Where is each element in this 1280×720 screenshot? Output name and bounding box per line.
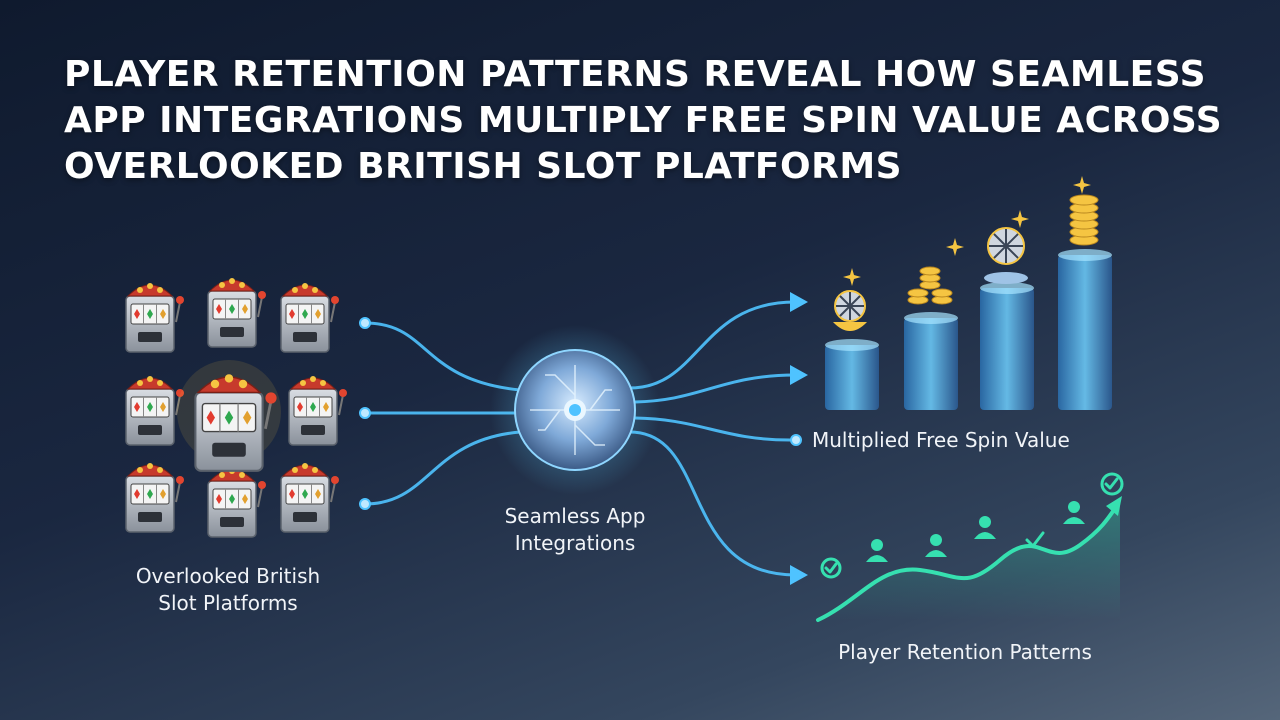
page-title: PLAYER RETENTION PATTERNS REVEAL HOW SEA… xyxy=(64,52,1224,190)
pillar-2 xyxy=(904,266,958,410)
retention-chart xyxy=(816,472,1124,622)
hub-label: Seamless App Integrations xyxy=(470,503,680,557)
check-icon xyxy=(1100,472,1124,496)
platforms-label: Overlooked British Slot Platforms xyxy=(108,563,348,617)
title-line-3: OVERLOOKED BRITISH SLOT PLATFORMS xyxy=(64,146,903,187)
player-icon xyxy=(925,534,947,557)
retention-label: Player Retention Patterns xyxy=(838,640,1092,664)
slot-machine-icon xyxy=(280,282,340,353)
arrow-icon xyxy=(790,365,808,385)
player-icon xyxy=(1063,501,1085,524)
arrow-icon xyxy=(790,292,808,312)
slot-machine-icon xyxy=(207,277,267,348)
title-line-1: PLAYER RETENTION PATTERNS REVEAL HOW SEA… xyxy=(64,54,1206,95)
slot-machine-grid xyxy=(125,277,348,538)
pillar-3 xyxy=(980,227,1034,410)
title-line-2: APP INTEGRATIONS MULTIPLY FREE SPIN VALU… xyxy=(64,100,1223,141)
connector-endpoints xyxy=(359,317,802,510)
value-pillars xyxy=(825,176,1112,410)
slot-machine-icon xyxy=(125,462,185,533)
check-icons xyxy=(820,472,1124,579)
connector-top-in xyxy=(363,321,522,392)
spin-wheel-icon xyxy=(833,290,867,331)
value-label: Multiplied Free Spin Value xyxy=(812,428,1070,452)
retention-line xyxy=(816,502,1120,622)
arrow-icon xyxy=(1106,496,1122,516)
coin-stack-icon xyxy=(907,266,953,305)
arrow-icons xyxy=(790,292,808,585)
slot-machine-icon xyxy=(207,467,267,538)
player-icon xyxy=(866,539,888,562)
hub-label-line-2: Integrations xyxy=(514,531,636,555)
hub-chip-icon xyxy=(490,325,660,495)
pillar-4 xyxy=(1058,194,1112,410)
slot-machine-icon xyxy=(125,375,185,446)
check-icon xyxy=(820,557,842,579)
connector-out-4 xyxy=(628,430,797,577)
platforms-label-line-2: Slot Platforms xyxy=(158,591,298,615)
slot-machine-icon xyxy=(280,462,340,533)
check-icon xyxy=(1025,531,1045,548)
spin-wheel-icon xyxy=(984,227,1028,284)
hub-label-line-1: Seamless App xyxy=(504,504,646,528)
arrow-icon xyxy=(790,565,808,585)
connector-bottom-in xyxy=(363,430,522,506)
slot-machine-icon xyxy=(125,282,185,353)
player-icon xyxy=(974,516,996,539)
player-icons xyxy=(866,501,1085,562)
coin-stack-icon xyxy=(1069,194,1099,246)
slot-machine-icon xyxy=(288,375,348,446)
platforms-label-line-1: Overlooked British xyxy=(135,564,321,588)
sparkle-icons xyxy=(843,176,1091,286)
pillar-1 xyxy=(825,290,879,410)
